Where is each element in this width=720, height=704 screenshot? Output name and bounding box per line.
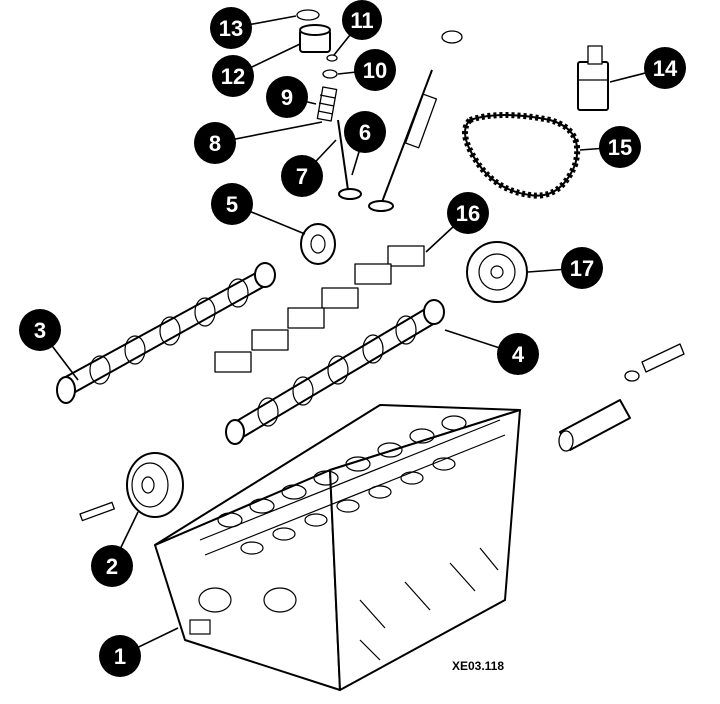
- callout-3: 3: [19, 309, 61, 351]
- callout-2: 2: [91, 545, 133, 587]
- part-valve-6: [368, 30, 463, 212]
- callout-14-label: 14: [653, 56, 678, 81]
- callout-10: 10: [354, 49, 396, 91]
- part-timing-chain: [462, 112, 581, 199]
- callout-11: 11: [342, 0, 382, 40]
- part-vvt-pulley: [466, 241, 528, 303]
- callout-12: 12: [212, 55, 254, 97]
- figure-code: XE03.118: [452, 659, 504, 673]
- part-valve-7: [337, 119, 362, 200]
- callout-1-label: 1: [114, 644, 126, 669]
- part-chain-tensioner: [577, 45, 609, 111]
- callout-3-label: 3: [34, 318, 46, 343]
- part-solenoid: [558, 343, 685, 452]
- callout-5: 5: [211, 183, 253, 225]
- part-sprocket-small: [300, 223, 336, 265]
- part-bearing-caps: [214, 245, 425, 373]
- part-spring-retainer: [322, 54, 338, 79]
- callout-14: 14: [644, 47, 686, 89]
- part-camshaft-exhaust: [225, 299, 445, 445]
- callout-13: 13: [210, 7, 252, 49]
- callout-11-label: 11: [350, 8, 373, 33]
- part-shim: [296, 9, 320, 21]
- callout-1: 1: [99, 635, 141, 677]
- part-camshaft-sprocket: [79, 452, 184, 522]
- callout-10-label: 10: [363, 58, 387, 83]
- callout-8-label: 8: [209, 131, 221, 156]
- callout-9-label: 9: [281, 85, 293, 110]
- part-valve-spring: [316, 86, 338, 122]
- callout-7: 7: [281, 155, 323, 197]
- callout-16-label: 16: [456, 201, 480, 226]
- part-cylinder-head: [154, 404, 521, 691]
- callout-9: 9: [266, 76, 308, 118]
- callout-16: 16: [447, 192, 489, 234]
- callout-12-label: 12: [221, 64, 245, 89]
- callout-6-label: 6: [359, 120, 371, 145]
- callout-15: 15: [599, 126, 641, 168]
- callout-8: 8: [194, 122, 236, 164]
- callout-17-label: 17: [570, 256, 594, 281]
- callout-5-label: 5: [226, 192, 238, 217]
- callout-4-label: 4: [512, 342, 525, 367]
- callout-7-label: 7: [296, 164, 308, 189]
- callout-13-label: 13: [219, 16, 243, 41]
- callout-4: 4: [497, 333, 539, 375]
- part-camshaft-intake: [56, 262, 276, 404]
- callout-6: 6: [344, 111, 386, 153]
- callout-2-label: 2: [106, 554, 118, 579]
- callout-15-label: 15: [608, 135, 632, 160]
- callout-17: 17: [561, 247, 603, 289]
- part-tappet: [299, 24, 331, 53]
